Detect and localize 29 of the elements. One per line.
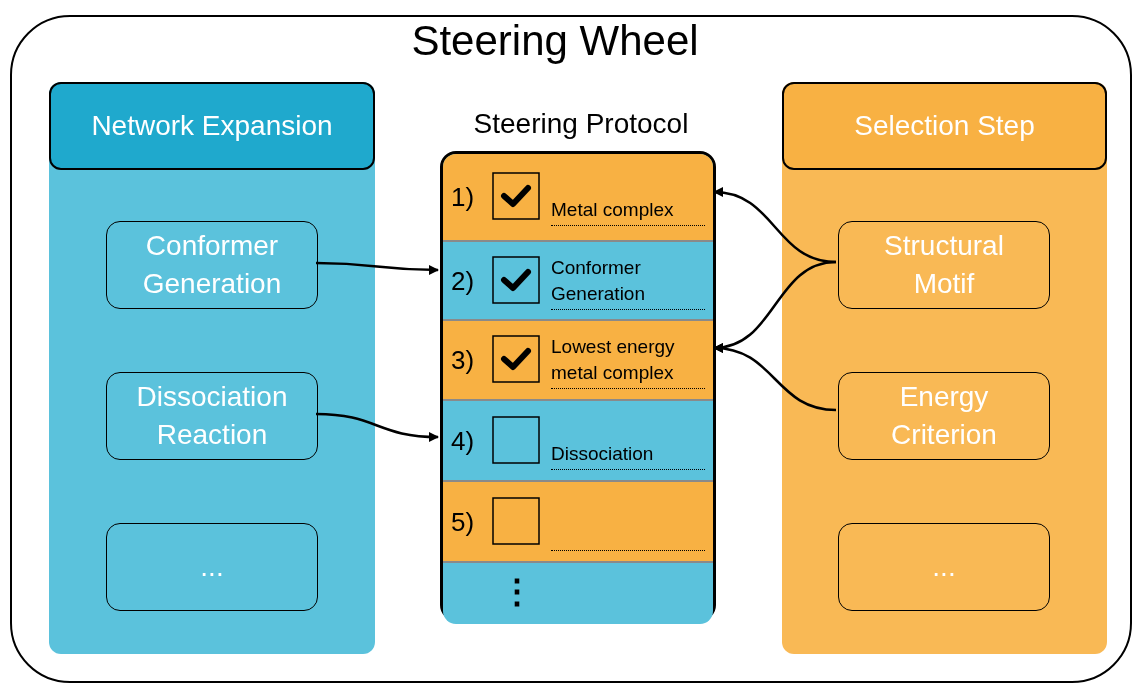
rounded-box: Energy Criterion: [838, 372, 1050, 460]
rounded-box: Dissociation Reaction: [106, 372, 318, 460]
protocol-step: [443, 321, 713, 401]
column-panel: [49, 82, 375, 654]
protocol-heading: Steering Protocol: [472, 108, 690, 140]
step-label: Dissociation: [551, 441, 655, 466]
step-label: Conformer Generation: [551, 255, 646, 306]
arrow: [713, 343, 837, 412]
step-number: 3): [451, 345, 475, 376]
column-panel: [782, 82, 1107, 654]
step-number: 2): [451, 265, 475, 297]
rounded-box: Conformer Generation: [106, 221, 318, 309]
protocol-step: [443, 482, 713, 563]
step-label: Lowest energy metal complex: [551, 335, 676, 385]
rounded-frame: [10, 15, 1132, 683]
arrow: [315, 412, 439, 442]
step-number: 1): [451, 182, 475, 213]
rounded-box: ...: [106, 523, 318, 611]
rounded-box: Structural Motif: [838, 221, 1050, 309]
step-number: 5): [451, 506, 475, 538]
rounded-box: ...: [838, 523, 1050, 611]
step-number: 4): [451, 425, 475, 457]
step-label: Metal complex: [551, 198, 675, 222]
frame-heading: Steering Wheel: [410, 17, 700, 65]
arrow: [316, 261, 439, 275]
vertical-ellipsis: ⋮: [499, 571, 535, 611]
panel-header: Network Expansion: [49, 82, 375, 170]
protocol-step: [443, 154, 713, 242]
panel-header: Selection Step: [782, 82, 1107, 170]
